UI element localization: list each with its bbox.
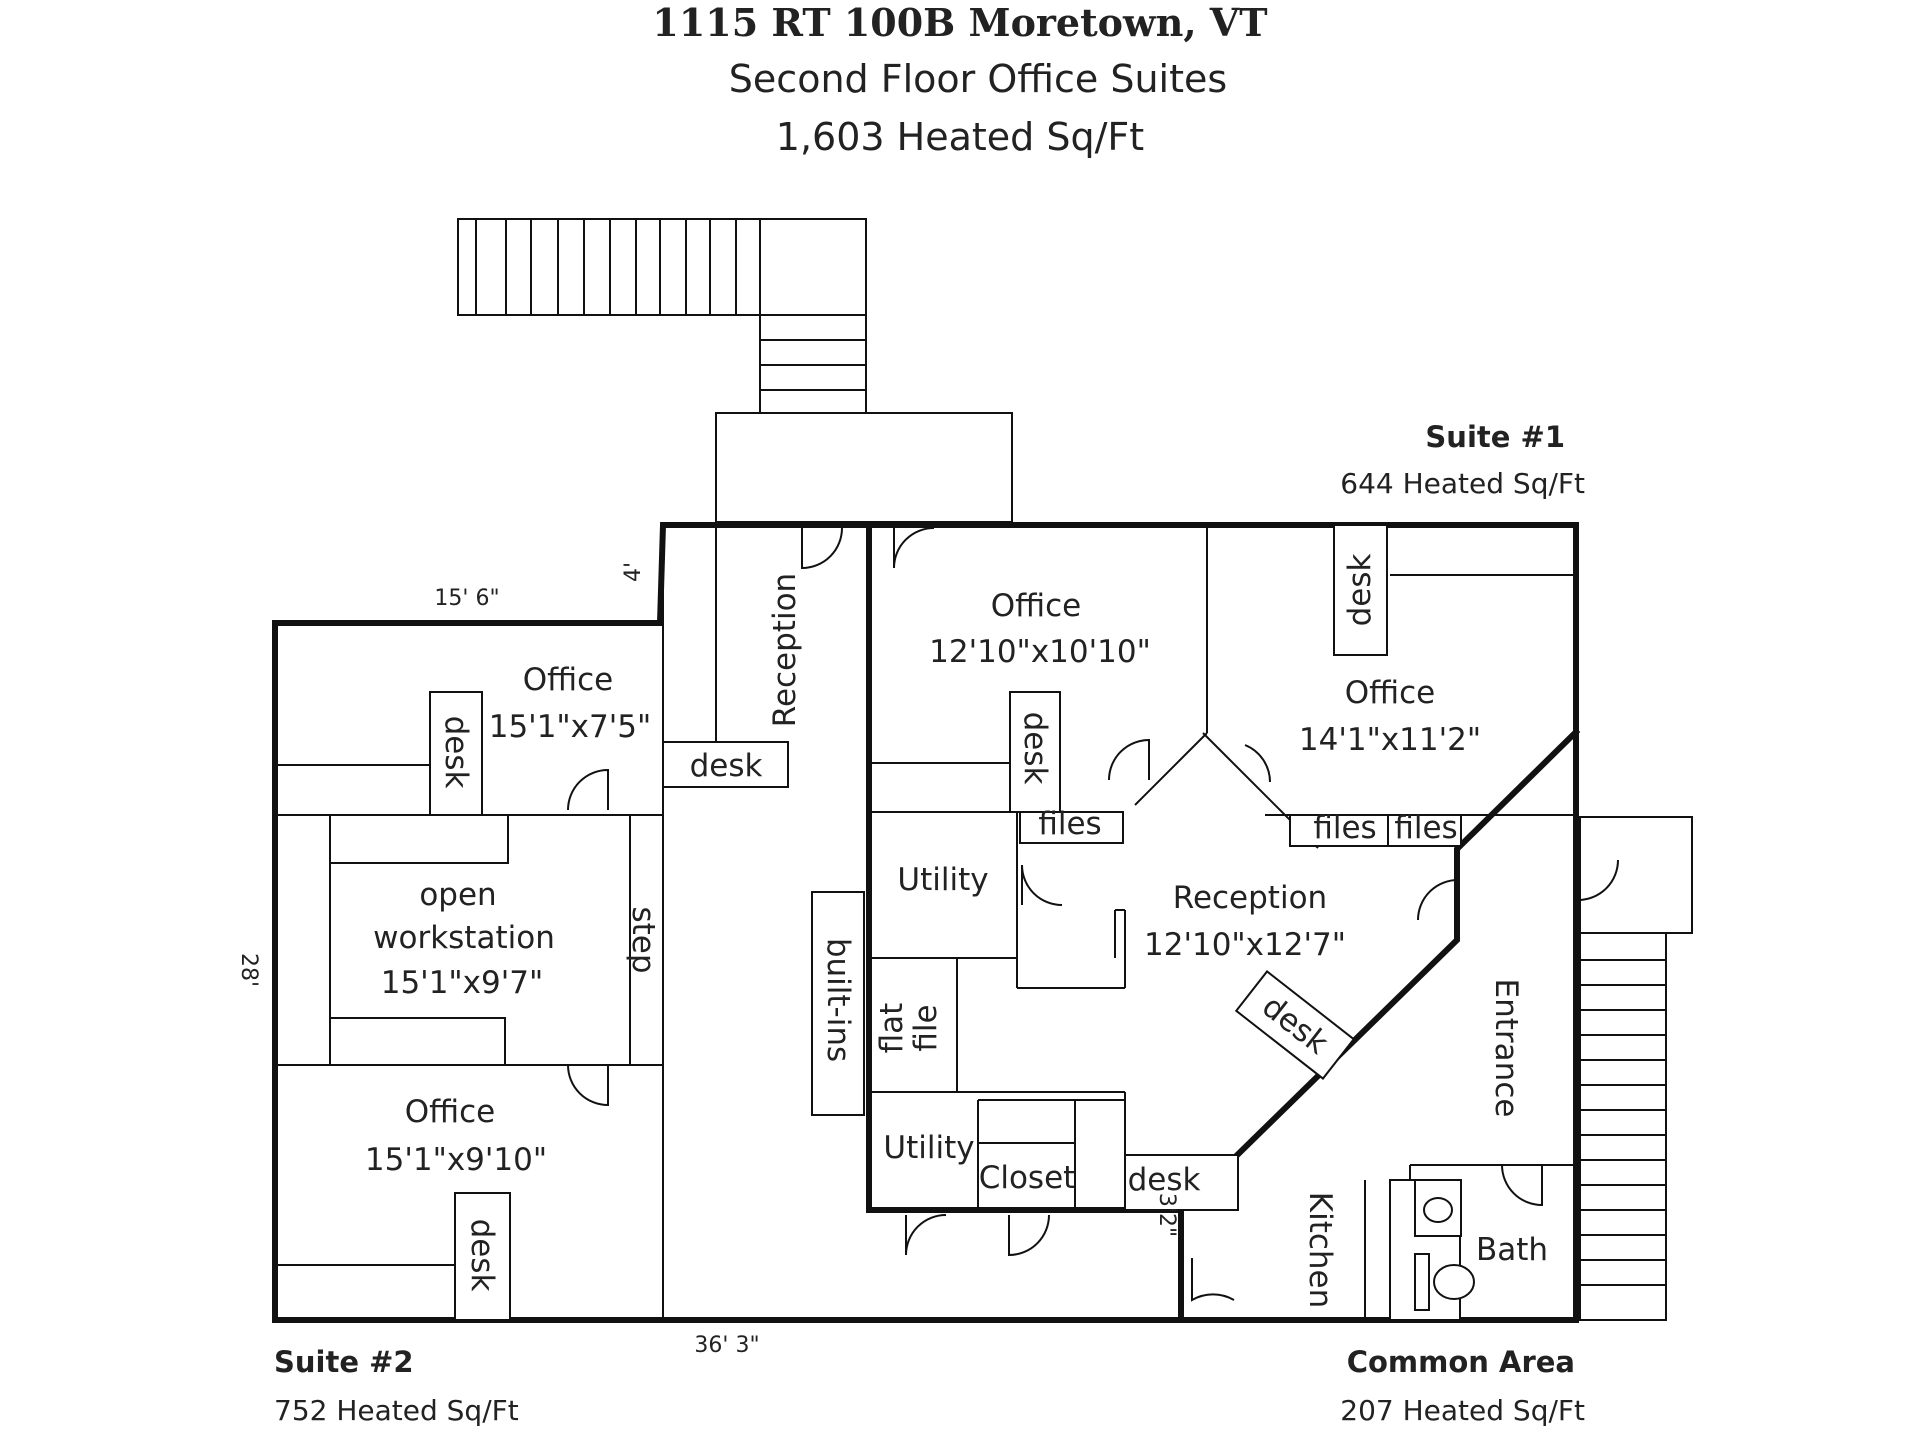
kitchen-label: Kitchen	[1302, 1192, 1338, 1309]
desk-office-c	[454, 1192, 511, 1321]
office-c-label: Office	[405, 1094, 496, 1130]
dim-step-4: 4'	[621, 562, 646, 582]
office-d-label: Office	[1345, 675, 1436, 711]
step-block	[629, 814, 664, 1066]
desk-office-a	[429, 691, 483, 816]
office-d-size: 14'1"x11'2"	[1299, 722, 1481, 758]
desk-reception-diagonal	[1234, 970, 1356, 1080]
reception-main-size: 12'10"x12'7"	[1144, 927, 1346, 963]
toilet-tank	[1414, 1253, 1430, 1311]
office-a-size: 15'1"x7'5"	[489, 709, 652, 745]
suite1-label: Suite #1	[1425, 420, 1565, 454]
desk-label-office-d: desk	[1342, 554, 1378, 627]
files-1	[1019, 811, 1124, 844]
desk-reception-hall	[662, 741, 789, 788]
total-area: 1,603 Heated Sq/Ft	[776, 115, 1144, 159]
suite2-label: Suite #2	[274, 1345, 414, 1379]
suite1-area: 644 Heated Sq/Ft	[1340, 467, 1585, 500]
files-label-2: files	[1313, 810, 1376, 846]
office-b-size: 12'10"x10'10"	[929, 634, 1151, 670]
common-area-label: Common Area	[1347, 1345, 1575, 1379]
counter-bottom	[329, 1017, 506, 1066]
right-stairs	[1579, 816, 1693, 1321]
desk-office-b	[1009, 691, 1061, 813]
files-3	[1387, 814, 1462, 847]
desk-label-office-a: desk	[438, 716, 474, 789]
office-a-label: Office	[523, 662, 614, 698]
dim-small: 3'2"	[1154, 1193, 1179, 1237]
desk-small	[1124, 1154, 1239, 1211]
reception-main-label: Reception	[1173, 880, 1327, 916]
office-b-label: Office	[991, 588, 1082, 624]
desk-label-office-c: desk	[464, 1219, 500, 1292]
entrance-label: Entrance	[1488, 979, 1524, 1118]
common-area-area: 207 Heated Sq/Ft	[1340, 1394, 1585, 1427]
open-workstation-label-2: workstation	[373, 920, 555, 956]
office-c-size: 15'1"x9'10"	[365, 1142, 547, 1178]
open-workstation-size: 15'1"x9'7"	[381, 965, 544, 1001]
desk-office-d	[1333, 524, 1388, 656]
furniture	[329, 524, 1475, 1321]
plan-subtitle: Second Floor Office Suites	[729, 57, 1227, 101]
dim-left-side: 28'	[236, 953, 261, 987]
address-title: 1115 RT 100B Moretown, VT	[652, 0, 1267, 45]
files-label-3: files	[1394, 810, 1457, 846]
desk-label-small: desk	[1128, 1162, 1201, 1198]
bath-label: Bath	[1476, 1232, 1548, 1268]
utility-2-label: Utility	[883, 1130, 974, 1166]
step-label: step	[625, 906, 661, 973]
built-ins-block	[811, 891, 865, 1116]
dim-top-left: 15' 6"	[434, 586, 499, 611]
open-workstation-label-1: open	[419, 877, 496, 913]
flat-file-label-1: flat	[874, 1003, 910, 1054]
closet-label: Closet	[979, 1160, 1076, 1196]
counter-top	[329, 814, 509, 864]
dim-bottom: 36' 3"	[694, 1333, 759, 1358]
toilet-bowl	[1433, 1264, 1475, 1300]
desk-label-reception: desk	[690, 748, 763, 784]
built-ins-label: built-ins	[820, 938, 856, 1062]
utility-1-label: Utility	[897, 862, 988, 898]
flat-file-label-2: file	[908, 1004, 944, 1051]
files-label-1: files	[1038, 806, 1101, 842]
door-swings	[567, 527, 1619, 1302]
desk-label-office-b: desk	[1017, 712, 1053, 785]
top-stairs	[457, 218, 1013, 523]
suite2-area: 752 Heated Sq/Ft	[274, 1394, 519, 1427]
reception-hall-label: Reception	[767, 573, 803, 727]
